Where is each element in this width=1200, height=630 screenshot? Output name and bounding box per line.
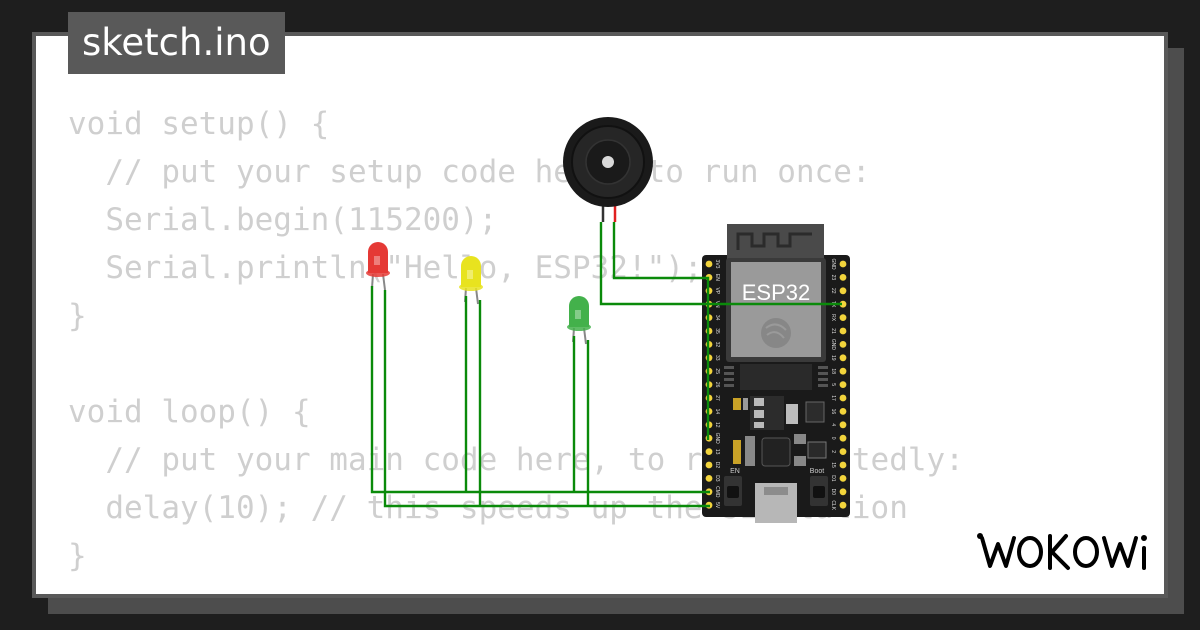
pin-label: D0: [830, 489, 836, 496]
pin-label: 4: [830, 423, 836, 426]
pin-pad[interactable]: [839, 260, 847, 268]
esp32-board[interactable]: ESP32 EN Boot: [702, 224, 850, 523]
code-line: }: [68, 298, 87, 334]
led-yellow[interactable]: [459, 256, 483, 305]
pin-label: 26: [714, 382, 720, 388]
pin-pad[interactable]: [839, 381, 847, 388]
pin-label: D3: [714, 475, 720, 482]
wokwi-logo[interactable]: [976, 526, 1156, 576]
pin-label: 12: [714, 422, 720, 428]
pin-label: CMD: [714, 486, 720, 498]
pin-label: 21: [830, 328, 836, 334]
pin-label: 27: [714, 395, 720, 401]
wire-buzzer-positive: [612, 222, 710, 440]
code-line: void loop() {: [68, 394, 311, 430]
pin-label: 35: [714, 328, 720, 334]
led-red[interactable]: [366, 242, 390, 291]
wire-buzzer-negative: [599, 222, 842, 306]
pin-label: 18: [830, 368, 836, 374]
pin-label: 2: [830, 450, 836, 453]
pin-label: 14: [714, 409, 720, 415]
pin-pad[interactable]: [839, 421, 847, 429]
pin-pad[interactable]: [839, 341, 847, 348]
pin-pad[interactable]: [839, 287, 847, 295]
led-green[interactable]: [567, 296, 591, 345]
pin-label: 5V: [714, 502, 720, 509]
pin-pad[interactable]: [839, 501, 847, 509]
wire-led-red-anode: [383, 290, 710, 508]
code-line: }: [68, 538, 87, 574]
pin-label: 13: [714, 449, 720, 455]
pin-label: 15: [830, 462, 836, 468]
pin-label: CLK: [830, 500, 836, 510]
pin-label: GND: [714, 433, 720, 445]
pin-label: GND: [830, 258, 836, 270]
pin-label: 22: [830, 288, 836, 294]
pin-label: EN: [714, 274, 720, 281]
pin-label: D1: [830, 475, 836, 482]
wires: [370, 222, 842, 508]
pin-label: 16: [830, 409, 836, 415]
pin-pad[interactable]: [839, 488, 847, 496]
pin-label: 17: [830, 395, 836, 401]
buzzer[interactable]: [563, 117, 653, 222]
pin-label: 19: [830, 355, 836, 361]
pin-pad[interactable]: [839, 408, 847, 415]
pin-pad[interactable]: [839, 314, 847, 321]
code-line: Serial.begin(115200);: [68, 202, 498, 238]
pin-pad[interactable]: [839, 274, 847, 281]
pin-pad[interactable]: [705, 448, 713, 455]
pin-label: D2: [714, 462, 720, 469]
pin-pad[interactable]: [839, 367, 847, 375]
pin-pad[interactable]: [705, 475, 713, 482]
pin-pad[interactable]: [839, 394, 847, 402]
pin-label: 23: [830, 275, 836, 281]
pin-pad[interactable]: [705, 461, 713, 469]
boot-button-label: Boot: [810, 468, 824, 475]
pin-pad[interactable]: [839, 434, 847, 442]
pin-pad[interactable]: [839, 448, 847, 455]
wire-led-red-cathode: [370, 286, 710, 494]
en-button-label: EN: [730, 468, 740, 475]
code-line: Serial.println("Hello, ESP32!");: [105, 250, 703, 286]
pin-label: VP: [714, 287, 720, 294]
pin-label: 34: [714, 315, 720, 321]
pin-label: RX: [830, 314, 836, 322]
pin-label: 0: [830, 437, 836, 440]
board-label: ESP32: [742, 280, 811, 305]
pin-label: 25: [714, 368, 720, 374]
pin-pad[interactable]: [839, 300, 847, 308]
pin-pad[interactable]: [839, 475, 847, 482]
pin-pad[interactable]: [839, 461, 847, 469]
code-line: void setup() {: [68, 106, 330, 142]
pin-label: GND: [830, 339, 836, 351]
pin-pad[interactable]: [839, 354, 847, 362]
pin-label: 5: [830, 383, 836, 386]
pin-pad[interactable]: [839, 327, 847, 335]
file-tab[interactable]: sketch.ino: [68, 12, 285, 74]
pin-label: 32: [714, 342, 720, 348]
pin-pad[interactable]: [705, 260, 713, 268]
pin-label: 33: [714, 355, 720, 361]
pin-label: 3V3: [714, 260, 720, 269]
